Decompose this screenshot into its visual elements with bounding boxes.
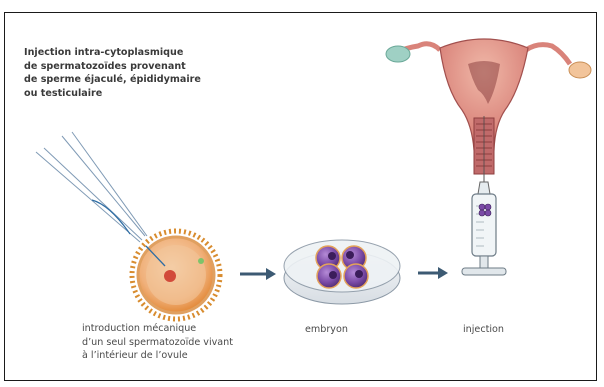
caption-ovule: introduction mécanique d’un seul spermat… bbox=[82, 322, 233, 363]
caption-injection: injection bbox=[463, 323, 504, 337]
petri-dish bbox=[284, 240, 400, 304]
ovule bbox=[132, 231, 220, 319]
caption-ovule-line-1: introduction mécanique bbox=[82, 322, 233, 336]
caption-embryon: embryon bbox=[305, 323, 348, 337]
syringe bbox=[462, 170, 506, 275]
caption-ovule-line-2: d’un seul spermatozoïde vivant bbox=[82, 336, 233, 350]
arrow-1-head bbox=[266, 268, 276, 280]
uterus bbox=[386, 39, 591, 190]
micropipette bbox=[36, 132, 147, 242]
arrow-2-head bbox=[438, 267, 448, 279]
caption-embryon-line-1: embryon bbox=[305, 323, 348, 337]
caption-injection-line-1: injection bbox=[463, 323, 504, 337]
caption-ovule-line-3: à l’intérieur de l’ovule bbox=[82, 349, 233, 363]
